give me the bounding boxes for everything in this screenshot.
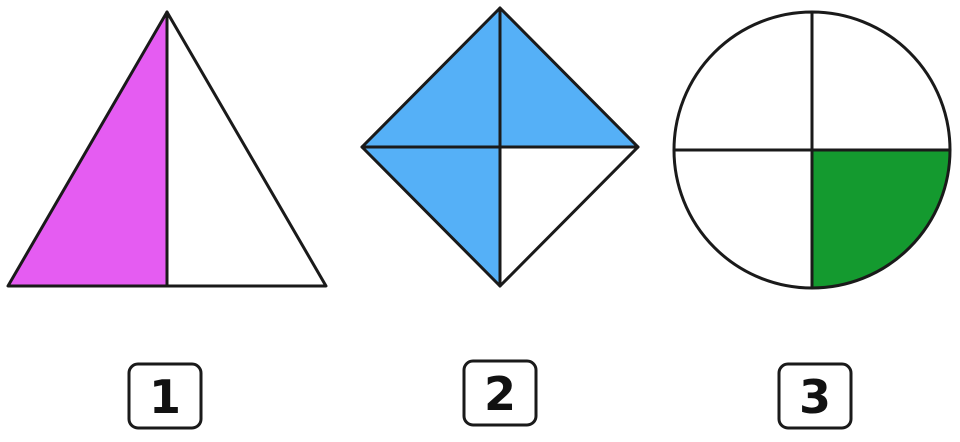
diamond-top-right-part [498, 6, 640, 149]
diamond-top-left-part [360, 6, 502, 149]
diamond-bottom-right-part [498, 145, 640, 288]
figure-circle [672, 10, 952, 290]
option-label-1: 1 [127, 362, 203, 430]
label-number: 2 [484, 367, 516, 421]
triangle-left-half [6, 10, 169, 288]
label-number: 1 [149, 370, 181, 424]
label-box [777, 362, 853, 430]
circle-bottom-right-quarter [810, 148, 952, 290]
label-box [127, 362, 203, 430]
figure-triangle [6, 10, 328, 288]
option-label-2: 2 [462, 359, 538, 427]
label-number: 3 [799, 370, 831, 424]
circle-top-left-quarter [672, 10, 814, 152]
triangle-right-half [165, 10, 328, 288]
label-box [462, 359, 538, 427]
diamond-bottom-left-part [360, 145, 502, 288]
figure-diamond [360, 6, 640, 288]
option-label-3: 3 [777, 362, 853, 430]
circle-top-right-quarter [810, 10, 952, 152]
circle-bottom-left-quarter [672, 148, 814, 290]
